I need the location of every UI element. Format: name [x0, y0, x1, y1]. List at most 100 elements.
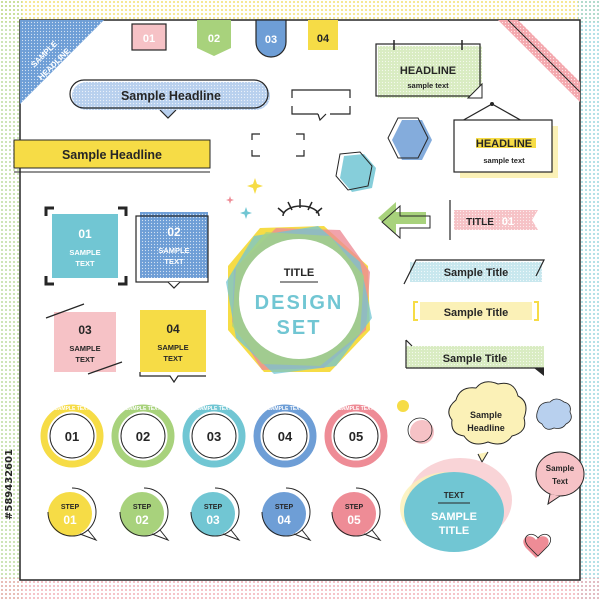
step-bubbles: STEP 01 STEP 02 STEP 03 STEP 04	[47, 487, 382, 542]
arrow-left-icon	[378, 202, 431, 240]
ring-01-num: 01	[65, 429, 79, 444]
note-tape-headline: HEADLINE	[400, 65, 456, 77]
cloud-bubble-headline: Sample Headline	[448, 381, 527, 464]
round-bubble-l1: Sample	[546, 464, 575, 473]
blob-l1: SAMPLE	[431, 511, 477, 523]
sample-title-banner-1: Sample Title	[403, 259, 545, 285]
ring-05-top: SAMPLE TEXT	[338, 406, 373, 412]
small-cloud	[536, 398, 572, 430]
corner-ribbon: SAMPLE HEADLINE	[20, 20, 104, 104]
sample-title-3: Sample Title	[443, 353, 508, 365]
square-04-l1: SAMPLE	[157, 343, 188, 352]
square-02-l2: TEXT	[164, 257, 184, 266]
tab-03-label: 03	[265, 34, 277, 46]
sample-title-2: Sample Title	[444, 307, 509, 319]
tab-01[interactable]: 01	[131, 23, 167, 51]
ring-04-top: SAMPLE TEXT	[267, 406, 302, 412]
bar-headline-text: Sample Headline	[62, 148, 162, 162]
pill-headline-text: Sample Headline	[121, 89, 221, 103]
tab-02-label: 02	[208, 33, 220, 45]
title-ribbon-label: TITLE	[466, 217, 494, 228]
burst-icon	[277, 199, 323, 217]
square-03-l1: SAMPLE	[69, 344, 100, 353]
step-02: STEP 02	[119, 487, 170, 542]
ring-02-num: 02	[136, 429, 150, 444]
bar-headline: Sample Headline	[13, 139, 211, 173]
step-03: STEP 03	[190, 487, 241, 542]
number-rings: SAMPLE TEXT 01 SAMPLE TEXT 02 SAMPLE TEX…	[40, 404, 388, 468]
square-03-l2: TEXT	[75, 355, 95, 364]
step-05-label: STEP	[345, 504, 364, 511]
ring-01-top: SAMPLE TEXT	[54, 406, 89, 412]
sample-title-1: Sample Title	[444, 267, 509, 279]
step-02-num: 02	[135, 513, 149, 527]
square-04-num: 04	[166, 322, 180, 336]
sparkle-icons	[226, 178, 263, 219]
sample-title-banner-3: Sample Title	[405, 339, 544, 376]
square-card-03: 03 SAMPLE TEXT	[45, 303, 123, 375]
step-01-num: 01	[63, 513, 77, 527]
ring-04: SAMPLE TEXT 04	[253, 404, 317, 468]
cloud-bubble-l1: Sample	[470, 410, 502, 420]
center-title: TITLE	[284, 267, 315, 279]
cloud-bubble-l2: Headline	[467, 423, 505, 433]
tab-04-label: 04	[317, 33, 330, 45]
heart-icon	[523, 533, 552, 558]
ring-05: SAMPLE TEXT 05	[324, 404, 388, 468]
title-ribbon-num: 01	[502, 216, 514, 228]
title-ribbon: TITLE 01	[449, 200, 538, 240]
square-card-04: 04 SAMPLE TEXT	[139, 310, 206, 384]
tab-02[interactable]: 02	[197, 20, 231, 56]
note-headline-tape: HEADLINE sample text	[375, 40, 483, 99]
blob-sample-title: TEXT SAMPLE TITLE	[400, 458, 512, 552]
square-02-l1: SAMPLE	[158, 246, 189, 255]
step-01-label: STEP	[61, 504, 80, 511]
ring-03-num: 03	[207, 429, 221, 444]
step-05-num: 05	[347, 513, 361, 527]
square-03-num: 03	[78, 323, 92, 337]
sample-title-banner-2: Sample Title	[413, 301, 539, 321]
ring-02-top: SAMPLE TEXT	[125, 406, 160, 412]
note-tape-sub: sample text	[407, 81, 449, 90]
step-04-label: STEP	[275, 504, 294, 511]
ring-03: SAMPLE TEXT 03	[182, 404, 246, 468]
tab-01-label: 01	[143, 33, 155, 45]
hexagon-decoration	[335, 117, 432, 192]
empty-speech-frame	[251, 89, 351, 157]
square-card-01: 01 SAMPLE TEXT	[44, 206, 128, 286]
tab-04[interactable]: 04	[308, 20, 338, 50]
center-line1: DESIGN	[255, 292, 344, 314]
corner-band-right	[498, 19, 581, 102]
square-01-l2: TEXT	[75, 259, 95, 268]
blob-small: TEXT	[444, 491, 465, 500]
square-04-l2: TEXT	[163, 354, 183, 363]
decor-dots	[397, 400, 434, 444]
step-03-label: STEP	[204, 504, 223, 511]
ring-02: SAMPLE TEXT 02	[111, 404, 175, 468]
step-04-num: 04	[277, 513, 291, 527]
step-04: STEP 04	[261, 487, 312, 542]
square-01-num: 01	[78, 227, 92, 241]
round-bubble-l2: Text	[552, 477, 568, 486]
step-01: STEP 01	[47, 487, 98, 542]
note-hang-sub: sample text	[483, 156, 525, 165]
center-design-set: TITLE DESIGN SET	[226, 226, 372, 374]
pill-headline: Sample Headline	[69, 79, 270, 119]
tab-03[interactable]: 03	[255, 19, 287, 58]
note-headline-hanging: HEADLINE sample text	[453, 102, 558, 178]
square-02-num: 02	[167, 225, 181, 239]
square-card-02: 02 SAMPLE TEXT	[135, 212, 209, 289]
ring-03-top: SAMPLE TEXT	[196, 406, 231, 412]
ring-05-num: 05	[349, 429, 363, 444]
round-bubble-text: Sample Text	[535, 451, 585, 506]
center-line2: SET	[277, 317, 322, 339]
note-hang-headline: HEADLINE	[476, 138, 532, 150]
stock-id: #589432601	[4, 449, 15, 520]
step-05: STEP 05	[331, 487, 382, 542]
square-01-l1: SAMPLE	[69, 248, 100, 257]
step-03-num: 03	[206, 513, 220, 527]
ring-04-num: 04	[278, 429, 293, 444]
ring-01: SAMPLE TEXT 01	[40, 404, 104, 468]
blob-l2: TITLE	[439, 525, 470, 537]
